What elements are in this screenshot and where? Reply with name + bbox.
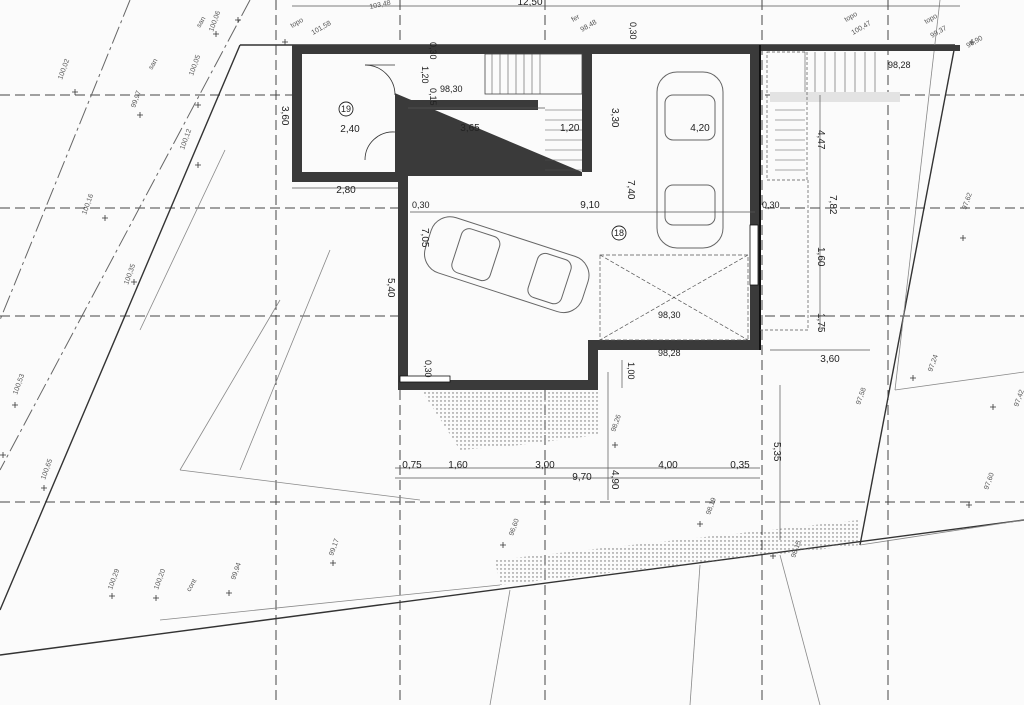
- survey-label: 100,65: [40, 458, 54, 481]
- level-98-30-top: 98,30: [440, 84, 463, 94]
- dim-3-30: 3,30: [609, 108, 620, 128]
- survey-label: 99,37: [930, 25, 949, 40]
- survey-label: 96,60: [508, 518, 521, 537]
- dim-0-30-d: 0,30: [762, 200, 780, 210]
- room-number-19: 19: [341, 104, 351, 114]
- dim-4-90: 4,90: [609, 470, 620, 490]
- dim-4-20: 4,20: [690, 123, 710, 134]
- survey-label: 97,42: [1013, 389, 1024, 408]
- dim-1-60-vertical: 1,60: [815, 247, 826, 267]
- room-18-marker: 18 9,10: [580, 200, 627, 241]
- ramp: [599, 254, 749, 341]
- dim-0-30-e: 0,30: [423, 360, 433, 378]
- dimension-lines: [292, 5, 960, 540]
- dim-1-20: 1,20: [420, 66, 430, 84]
- dim-bottom-4-00: 4,00: [658, 460, 678, 471]
- survey-label: 100,47: [851, 20, 873, 37]
- dim-1-20b: 1,20: [560, 123, 580, 134]
- survey-label: 101,58: [311, 20, 333, 37]
- doors: [364, 64, 396, 161]
- survey-label: 100,06: [208, 10, 222, 33]
- survey-label: 100,12: [179, 128, 193, 151]
- dim-1-75: 1,75: [815, 313, 826, 333]
- dim-bottom-3-00: 3,00: [535, 460, 555, 471]
- survey-label: 100,29: [107, 568, 121, 591]
- survey-label: 100,05: [188, 54, 202, 77]
- survey-label: 103,48: [369, 0, 392, 11]
- survey-label: 100,02: [57, 58, 71, 81]
- dim-0-30-b: 0,30: [628, 22, 638, 40]
- dim-7-82: 7,82: [827, 195, 838, 215]
- survey-label: 96,90: [966, 35, 985, 50]
- hatched-zones: [420, 388, 860, 585]
- dim-7-40: 7,40: [625, 180, 636, 200]
- level-98-28-stairs: 98,28: [888, 60, 911, 70]
- room-number-18: 18: [614, 228, 624, 238]
- note-topo-2: topo: [844, 11, 859, 24]
- survey-label: 100,16: [81, 193, 95, 216]
- dim-bottom-1-60: 1,60: [448, 460, 468, 471]
- dim-7-05: 7,05: [419, 228, 430, 248]
- note-cont: cont: [186, 578, 199, 593]
- note-fer: fer: [571, 13, 582, 23]
- survey-label: 98,48: [580, 19, 599, 34]
- note-topo-1: topo: [290, 17, 305, 30]
- level-98-30-mid: 98,30: [658, 310, 681, 320]
- building-walls: [292, 45, 960, 390]
- survey-markers: [0, 17, 996, 601]
- dim-bottom-0-35: 0,35: [730, 460, 750, 471]
- room-18-width: 9,10: [580, 200, 600, 211]
- dim-0-30-a: 0,30: [428, 42, 438, 60]
- survey-label: 97,58: [855, 387, 868, 406]
- room-19-marker: 19 2,40: [338, 101, 360, 135]
- dim-3-60-right: 3,60: [820, 354, 840, 365]
- dim-2-80: 2,80: [336, 185, 356, 196]
- survey-label: 97,62: [961, 192, 974, 211]
- dim-5-40: 5,40: [385, 278, 396, 298]
- car-bottom: [424, 216, 590, 314]
- dim-0-30-c: 0,30: [412, 200, 430, 210]
- dim-3-60-left: 3,60: [279, 106, 290, 126]
- survey-label: 99,94: [230, 562, 243, 581]
- survey-label: 100,53: [12, 373, 26, 396]
- note-san-1: san: [148, 58, 160, 71]
- level-labels: 98,30 98,30 98,28 98,28: [440, 60, 911, 358]
- dim-top-total: 12,50: [517, 0, 542, 8]
- note-topo-3: topo: [924, 13, 939, 26]
- level-98-28-bottom: 98,28: [658, 348, 681, 358]
- stairs: [484, 51, 900, 331]
- survey-label: 99,17: [328, 538, 341, 557]
- dim-3-65: 3,65: [460, 123, 480, 134]
- dim-5-35: 5,35: [771, 442, 782, 462]
- dim-1-00: 1,00: [626, 362, 636, 380]
- survey-label: 99,97: [130, 90, 143, 109]
- dim-0-15: 0,15: [428, 88, 438, 106]
- survey-label: 97,60: [983, 472, 996, 491]
- dim-bottom-total: 9,70: [572, 472, 592, 483]
- car-top: [656, 71, 724, 249]
- room-19-width: 2,40: [340, 124, 360, 135]
- dim-bottom-0-75: 0,75: [402, 460, 422, 471]
- survey-label: 98,26: [610, 414, 623, 433]
- dimension-labels: 12,50 0,30 0,30 0,30 0,30 0,30 1,20 1,20…: [279, 0, 840, 490]
- survey-label: 100,20: [153, 568, 167, 591]
- dim-4-47: 4,47: [815, 130, 826, 150]
- survey-label: 98,19: [705, 497, 718, 516]
- note-san-2: san: [196, 16, 208, 29]
- survey-label: 97,24: [927, 354, 940, 373]
